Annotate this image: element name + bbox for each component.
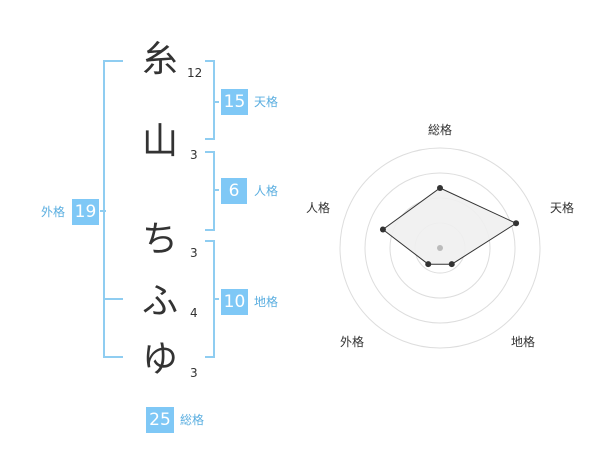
name-char-5: ゆ <box>141 339 178 380</box>
stroke-count-1: 12 <box>187 66 203 80</box>
radar-point-4 <box>425 261 432 268</box>
stroke-count-4: 4 <box>190 306 198 320</box>
jinkaku-value: 6 <box>221 178 247 204</box>
chikaku-label: 地格 <box>254 295 279 309</box>
radar-label-chikaku: 地格 <box>511 335 536 349</box>
soukaku-value: 25 <box>146 407 174 433</box>
soukaku-label: 総格 <box>180 413 205 427</box>
gaikaku-tick <box>100 210 106 212</box>
tenkaku-tick <box>213 101 219 103</box>
radar-center-dot <box>437 245 443 251</box>
name-char-4: ふ <box>141 281 178 322</box>
jinkaku-label: 人格 <box>254 184 279 198</box>
jinkaku-bracket <box>205 151 215 231</box>
gaikaku-bracket <box>103 60 123 358</box>
name-char-3: ち <box>141 219 178 260</box>
radar-ring <box>364 172 516 324</box>
tenkaku-bracket <box>205 60 215 140</box>
tenkaku-label: 天格 <box>254 95 279 109</box>
radar-point-3 <box>448 261 455 268</box>
name-char-2: 山 <box>141 121 178 162</box>
jinkaku-tick <box>213 189 219 191</box>
stroke-count-3: 3 <box>190 246 198 260</box>
radar-label-jinkaku: 人格 <box>306 201 331 215</box>
radar-point-5 <box>379 226 386 233</box>
gaikaku-value: 19 <box>72 199 99 225</box>
gaikaku-label: 外格 <box>41 205 66 219</box>
stroke-count-5: 3 <box>190 366 198 380</box>
radar-point-2 <box>513 220 520 227</box>
name-char-1: 糸 <box>141 39 178 80</box>
chikaku-value: 10 <box>221 289 248 315</box>
radar-label-gaikaku: 外格 <box>340 335 365 349</box>
gaikaku-split-tick <box>103 298 123 300</box>
radar-point-1 <box>437 185 443 191</box>
stroke-count-2: 3 <box>190 148 198 162</box>
tenkaku-value: 15 <box>221 89 248 115</box>
radar-label-tenkaku: 天格 <box>550 201 575 215</box>
radar-area <box>382 187 518 265</box>
chikaku-tick <box>213 298 219 300</box>
radar-label-soukaku: 総格 <box>428 123 453 137</box>
